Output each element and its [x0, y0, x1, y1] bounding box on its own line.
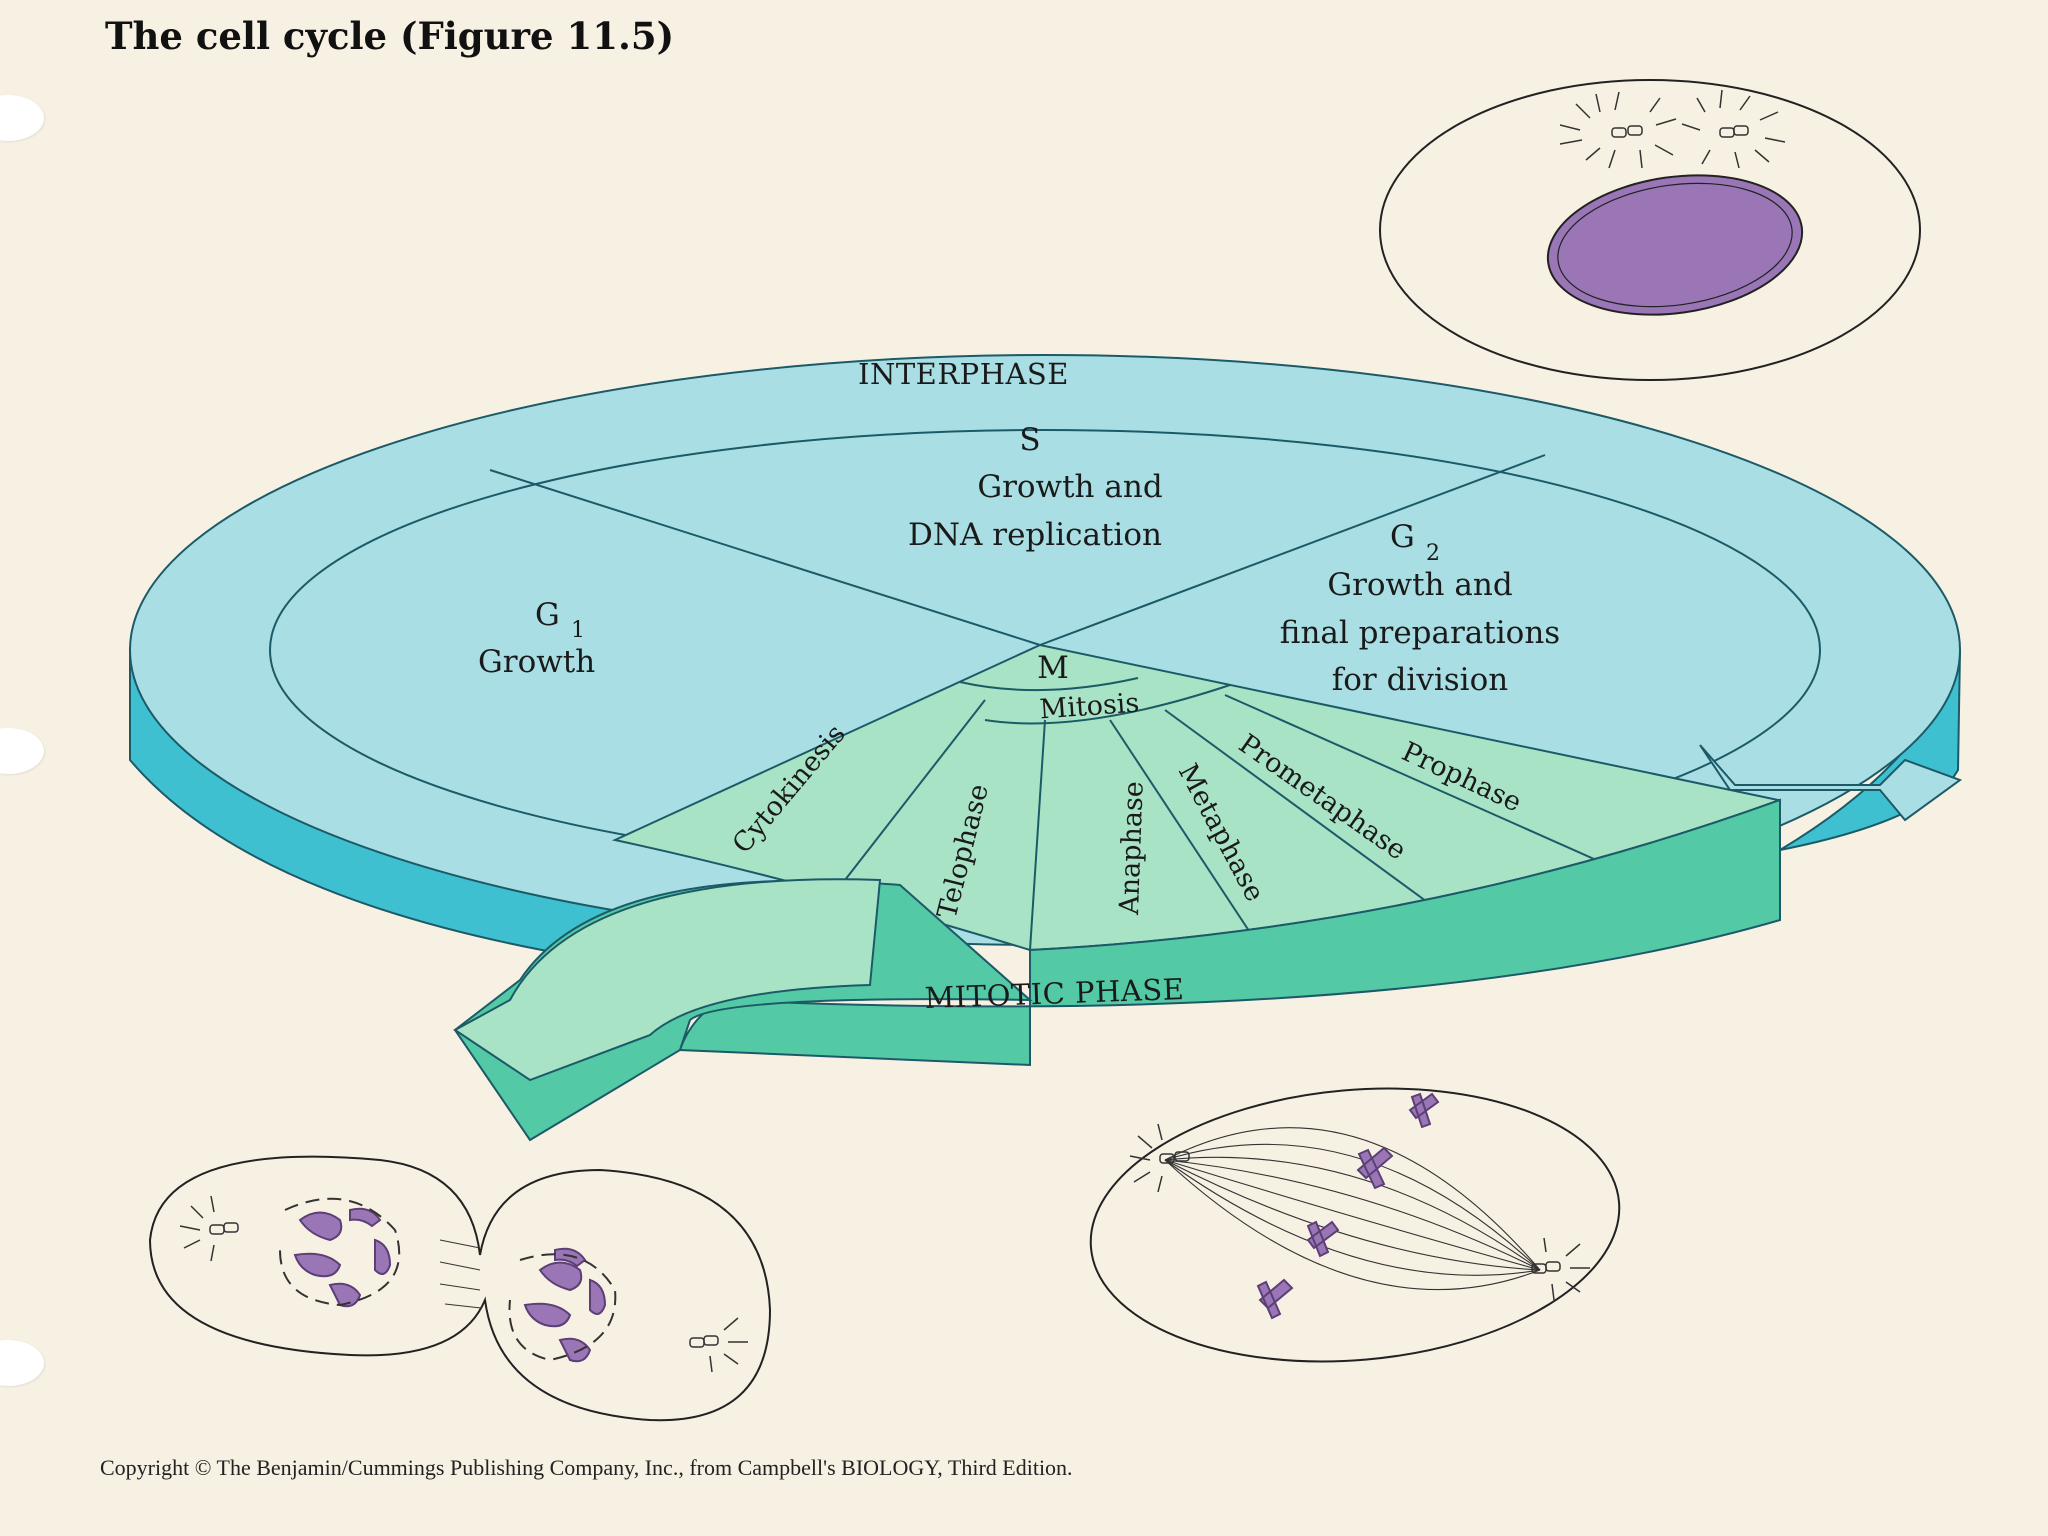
stage-divider-5 — [1224, 694, 1631, 876]
interphase-arrow-head — [1699, 744, 1963, 822]
telophase-centrosomes — [179, 1195, 748, 1373]
g2-line3: for division — [1332, 662, 1508, 698]
m-arc — [959, 677, 1139, 692]
s-phase-name: S — [1019, 422, 1040, 458]
g2-subscript: 2 — [1426, 541, 1440, 566]
centrosome-pair — [1559, 89, 1786, 169]
g2-name: G — [1390, 519, 1415, 555]
stage-anaphase: Anaphase — [1114, 781, 1150, 917]
mitosis-label: Mitosis — [1039, 688, 1141, 726]
stage-divider-2 — [1029, 719, 1046, 951]
telophase-cell — [148, 1155, 772, 1422]
telophase-nuclear-envelope — [279, 1197, 617, 1362]
g2-line2: final preparations — [1280, 615, 1560, 651]
telophase-chromatin-right — [523, 1247, 607, 1363]
figure-title: The cell cycle (Figure 11.5) — [105, 14, 675, 58]
mitosis-arc — [984, 684, 1231, 725]
s-phase-line2: DNA replication — [908, 517, 1162, 553]
metaphase-cell — [1089, 1087, 1621, 1363]
stage-divider-4 — [1164, 709, 1446, 916]
exit-arrow-top — [453, 878, 882, 1082]
g1-subscript: 1 — [571, 618, 585, 643]
divider-s-g2 — [1039, 454, 1546, 646]
s-phase-line1: Growth and — [977, 469, 1162, 505]
g2-line1: Growth and — [1327, 567, 1512, 603]
g1-desc: Growth — [478, 644, 595, 680]
telophase-chromatin-left — [293, 1207, 392, 1308]
stage-divider-3 — [1109, 719, 1256, 941]
spindle-fibers — [1164, 1127, 1541, 1291]
copyright-notice: Copyright © The Benjamin/Cummings Publis… — [100, 1455, 1073, 1480]
nucleus — [1546, 174, 1804, 316]
g1-name: G — [535, 597, 560, 633]
telophase-spindle-remnant — [439, 1239, 482, 1309]
metaphase-chromosomes — [1256, 1092, 1440, 1320]
divider-g1-s — [489, 469, 1041, 646]
interphase-cell — [1379, 79, 1921, 381]
interphase-label: INTERPHASE — [858, 357, 1069, 391]
stage-divider-1 — [844, 699, 986, 881]
telophase-membrane — [148, 1155, 772, 1422]
metaphase-membrane — [1089, 1087, 1621, 1363]
cell-membrane — [1379, 79, 1921, 381]
nucleus-inner — [1557, 182, 1793, 308]
m-label: M — [1037, 650, 1069, 686]
metaphase-centrosomes — [1129, 1123, 1590, 1301]
